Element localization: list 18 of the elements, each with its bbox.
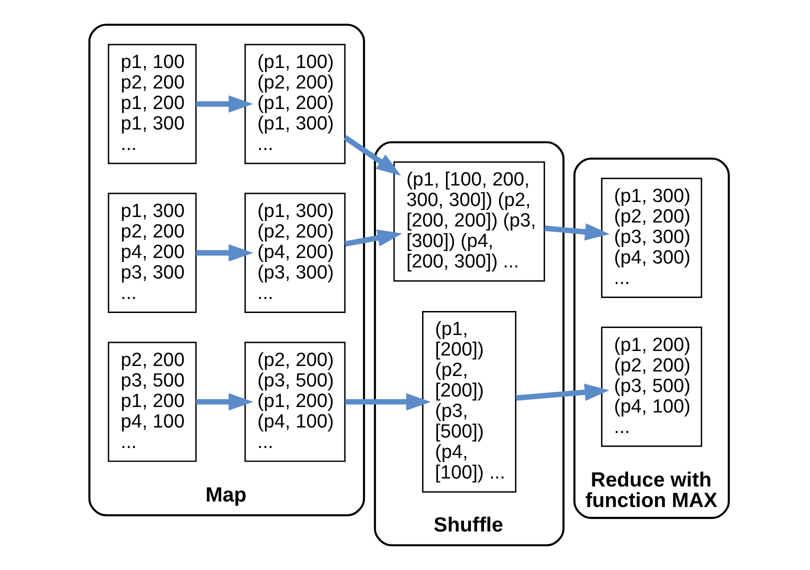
node-box: (p1, 300) (p2, 200) (p4, 200) (p3, 300) ... <box>244 192 346 313</box>
node-box: p1, 100 p2, 200 p1, 200 p1, 300 ... <box>108 44 197 164</box>
node-box: p1, 300 p2, 200 p4, 200 p3, 300 ... <box>108 192 197 313</box>
arrow <box>516 384 610 401</box>
node-box: (p1, 100) (p2, 200) (p1, 200) (p1, 300) ... <box>244 44 346 164</box>
node-box: (p1, 200) (p2, 200) (p3, 500) (p4, 100) ... <box>601 326 702 447</box>
node-box: (p1, [200]) (p2, [200]) (p3, [500]) (p4, [100]) ... <box>422 310 516 493</box>
arrow <box>196 244 254 262</box>
arrow <box>196 393 254 410</box>
node-box: (p1, [100, 200, 300, 300]) (p2, [200, 200]) (p3, [300]) (p4, [200, 300]) ... <box>393 161 546 282</box>
arrow <box>544 223 610 241</box>
node-box: (p1, 300) (p2, 200) (p3, 300) (p4, 300) ... <box>601 178 702 298</box>
node-box: p2, 200 p3, 500 p1, 200 p4, 100 ... <box>108 342 197 462</box>
node-box: (p2, 200) (p3, 500) (p1, 200) (p4, 100) ... <box>244 342 346 462</box>
arrow <box>344 229 402 247</box>
arrow <box>344 135 401 176</box>
arrow <box>345 393 431 410</box>
arrow <box>196 95 254 113</box>
